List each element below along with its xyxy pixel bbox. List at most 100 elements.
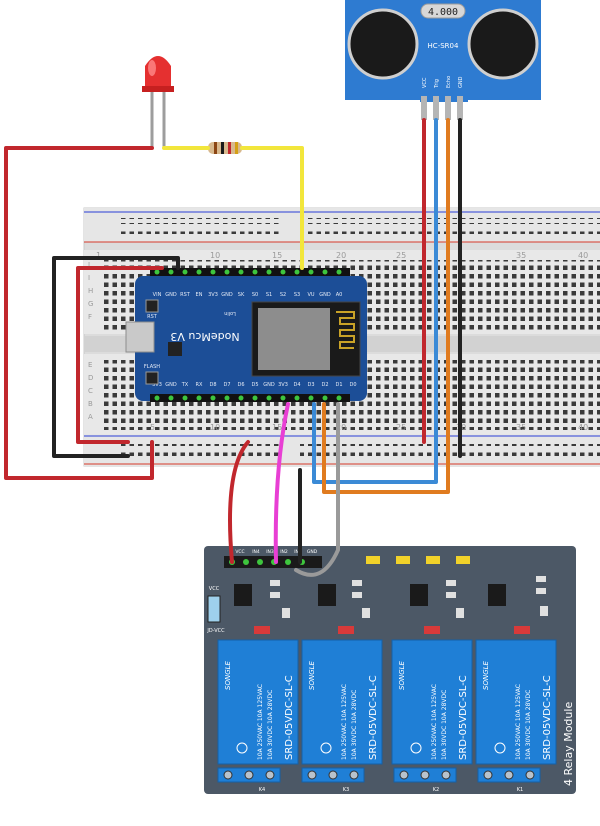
terminal-label: K3 <box>343 787 349 793</box>
col-number: 40 <box>578 251 588 260</box>
relay-rating: 10A 250VAC 10A 125VAC <box>257 684 264 760</box>
ultrasonic-sensor: 4.000 HC-SR04 VCC Trig Echo GND <box>345 0 541 120</box>
pin-label: RX <box>196 382 203 388</box>
relay-header-pin: IN4 <box>252 549 260 555</box>
sensor-pin-label: Trig <box>434 79 440 89</box>
relay-header-pin: IN3 <box>266 549 274 555</box>
row-letter: E <box>88 361 92 369</box>
relay-k3 <box>301 639 383 765</box>
pin-label: S3 <box>294 292 300 298</box>
relay-header-pin: VCC <box>235 549 244 555</box>
pin-label: 3V3 <box>152 382 162 388</box>
col-number: 15 <box>272 251 282 260</box>
breadboard-top-rail <box>84 208 600 242</box>
relay-header-pin: IN2 <box>280 549 288 555</box>
row-letter: H <box>88 287 93 295</box>
sensor-transducer-right <box>467 8 539 80</box>
relay-k2 <box>391 639 473 765</box>
wire-gray <box>294 402 340 577</box>
rst-button[interactable] <box>145 299 159 313</box>
col-number: 5 <box>150 423 155 432</box>
sensor-model: HC-SR04 <box>428 42 459 50</box>
wire-orange-echo <box>322 118 450 494</box>
col-number: 20 <box>336 251 346 260</box>
row-letter: I <box>88 274 90 282</box>
flash-label: FLASH <box>144 364 160 370</box>
relay-rating: 10A 30VDC 10A 28VDC <box>351 690 358 760</box>
jumper-label-bottom: JD-VCC <box>206 628 225 634</box>
wire-black-power <box>52 256 180 458</box>
col-number: 15 <box>272 423 282 432</box>
col-number: 10 <box>210 251 220 260</box>
flash-button[interactable] <box>145 371 159 385</box>
pin-label: 3V3 <box>208 292 218 298</box>
terminal-label: K2 <box>433 787 439 793</box>
terminal-label: K1 <box>517 787 523 793</box>
sensor-pin-label: VCC <box>422 77 428 88</box>
col-number: 35 <box>516 251 526 260</box>
row-letter: D <box>88 374 93 382</box>
nodemcu-board: VIN GND RST EN 3V3 GND SK S0 S1 S2 S3 VU… <box>125 268 367 402</box>
pin-label: S0 <box>252 292 258 298</box>
relay-part: SRD-05VDC-SL-C <box>542 675 553 760</box>
col-number: 35 <box>516 423 526 432</box>
pin-label: VIN <box>153 292 162 298</box>
row-letter: C <box>88 387 93 395</box>
relay-part: SRD-05VDC-SL-C <box>368 675 379 760</box>
row-letter: J <box>87 261 90 269</box>
pin-label: GND <box>221 292 233 298</box>
relay-rating: 10A 30VDC 10A 28VDC <box>525 690 532 760</box>
relay-k1 <box>475 639 557 765</box>
pin-label: VU <box>307 292 314 298</box>
row-letter: B <box>88 400 93 408</box>
wire-red-power <box>76 266 164 444</box>
pin-label: D1 <box>335 382 342 388</box>
relay-part: SRD-05VDC-SL-C <box>284 675 295 760</box>
col-number: 20 <box>336 423 346 432</box>
relay-header-pin: GND <box>307 549 318 555</box>
pin-label: RST <box>180 292 191 298</box>
antenna-trace <box>336 311 355 349</box>
relay-k4 <box>217 639 299 765</box>
pin-label: D7 <box>223 382 230 388</box>
col-number: 25 <box>396 251 406 260</box>
wire-blue-trig <box>312 118 438 484</box>
relay-rating: 10A 250VAC 10A 125VAC <box>341 684 348 760</box>
pin-label: GND <box>263 382 275 388</box>
col-number: 10 <box>210 423 220 432</box>
wire-red-led <box>4 146 154 480</box>
pin-label: SK <box>238 292 245 298</box>
relay-rating: 10A 250VAC 10A 125VAC <box>431 684 438 760</box>
wire-red-relay <box>228 440 250 564</box>
pin-label: D5 <box>251 382 258 388</box>
pin-label: D2 <box>321 382 328 388</box>
pin-label: S1 <box>266 292 272 298</box>
sensor-pin-label: GND <box>458 76 464 88</box>
relay-rating: 10A 30VDC 10A 28VDC <box>441 690 448 760</box>
terminal-label: K4 <box>259 787 265 793</box>
col-number: 40 <box>578 423 588 432</box>
row-letter: F <box>88 313 92 321</box>
wire-yellow <box>162 146 304 270</box>
row-letter: A <box>88 413 93 421</box>
relay-module: GND IN1 IN2 IN3 IN4 VCC VCC JD-VCC <box>204 546 576 794</box>
pin-label: GND <box>165 382 177 388</box>
relay-brand: SONGLE <box>224 660 232 690</box>
relay-module-title: 4 Relay Module <box>562 702 575 786</box>
relay-brand: SONGLE <box>482 660 490 690</box>
pin-label: D0 <box>349 382 356 388</box>
wires <box>4 118 462 577</box>
crystal-label: 4.000 <box>428 7 458 18</box>
row-letter: G <box>88 300 93 308</box>
crystal <box>420 3 466 19</box>
usb-port <box>125 321 155 353</box>
jumper[interactable] <box>207 595 221 623</box>
wire-pink <box>273 402 290 564</box>
sensor-pin-label: Echo <box>446 76 452 88</box>
relay-rating: 10A 30VDC 10A 28VDC <box>267 690 274 760</box>
pin-label: GND <box>319 292 331 298</box>
nodemcu-brand: Lolin <box>224 310 236 316</box>
rst-label: RST <box>147 314 158 320</box>
pin-label: TX <box>181 382 189 388</box>
